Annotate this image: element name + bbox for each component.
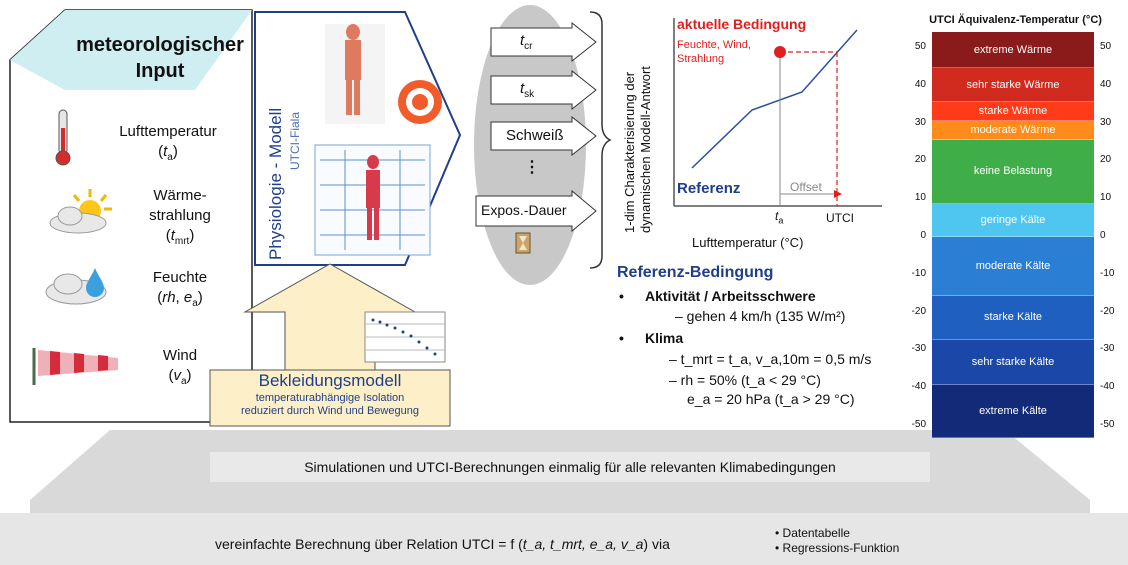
windsock-icon — [32, 348, 118, 385]
utci-category: starke Wärme — [932, 102, 1094, 121]
utci-ticks-left: 50 40 30 20 10 0 -10 -20 -30 -40 -50 — [900, 32, 926, 438]
output-arrow-exposure: Expos.-Dauer — [475, 189, 598, 233]
reference-climate-line2: – rh = 50% (t_a < 29 °C) — [669, 372, 821, 388]
utci-category: extreme Kälte — [932, 385, 1094, 438]
input-title: meteorologischer Input — [76, 34, 244, 82]
reference-block: Referenz-Bedingung •Aktivität / Arbeitss… — [617, 264, 907, 407]
utci-tick-label: 30 — [914, 116, 926, 128]
svg-text:dynamischen Modell-Antwort: dynamischen Modell-Antwort — [638, 66, 653, 233]
svg-text:Physiologie - Modell: Physiologie - Modell — [266, 108, 285, 260]
utci-tick-label: 40 — [914, 78, 926, 90]
chart-reference-label: Referenz — [677, 180, 741, 197]
utci-tick-label: -30 — [1100, 343, 1115, 355]
utci-tick-label: 10 — [914, 192, 926, 204]
chart-current-sub: Feuchte, Wind, Strahlung — [677, 39, 751, 65]
utci-tick-label: -50 — [911, 419, 926, 430]
utci-tick-label: 40 — [1100, 78, 1112, 90]
utci-tick-label: 20 — [914, 154, 926, 166]
utci-tick-label: -40 — [911, 381, 926, 393]
reference-title: Referenz-Bedingung — [617, 264, 774, 281]
input-item-radiation: Wärme- strahlung (tmrt) — [149, 187, 211, 247]
utci-category: sehr starke Kälte — [932, 339, 1094, 386]
clothing-text: Bekleidungsmodell temperaturabhängige Is… — [241, 371, 419, 417]
utci-tick-label: 50 — [914, 41, 926, 52]
utci-category: moderate Kälte — [932, 237, 1094, 296]
utci-tick-label: -50 — [1100, 419, 1115, 430]
chart-current-title: aktuelle Bedingung — [677, 16, 807, 32]
output-arrow-tsk: tsk — [490, 69, 598, 111]
utci-tick-label: -30 — [911, 343, 926, 355]
input-item-humidity: Feuchte (rh, ea) — [152, 269, 208, 309]
utci-tick-label: 0 — [920, 230, 926, 241]
utci-tick-label: 30 — [1100, 116, 1112, 128]
utci-tick-label: -20 — [1100, 305, 1115, 317]
reference-activity-heading: •Aktivität / Arbeitsschwere — [619, 288, 816, 304]
utci-ticks-right: 50 40 30 20 10 0 -10 -20 -30 -40 -50 — [1100, 32, 1126, 438]
utci-category: geringe Kälte — [932, 203, 1094, 238]
output-ellipsis: ⋮ — [524, 159, 540, 176]
reference-climate-line1: – t_mrt = t_a, v_a,10m = 0,5 m/s — [669, 351, 872, 367]
output-arrow-tcr: tcr — [490, 21, 598, 63]
sun-cloud-icon — [49, 189, 112, 234]
physiology-panel — [254, 11, 462, 266]
chart-xlabel: Lufttemperatur (°C) — [692, 235, 804, 250]
output-arrow-sweat: Schweiß — [490, 115, 598, 157]
utci-tick-label: 50 — [1100, 41, 1112, 52]
simulation-bar: Simulationen und UTCI-Berechnungen einma… — [210, 452, 930, 482]
utci-tick-label: -10 — [1100, 267, 1115, 279]
utci-tick-label: 10 — [1100, 192, 1112, 204]
svg-text:UTCI-Fiala: UTCI-Fiala — [288, 112, 302, 170]
utci-category: sehr starke Wärme — [932, 68, 1094, 103]
svg-text:1-dim Charakterisierung der: 1-dim Charakterisierung der — [622, 71, 637, 233]
reference-activity-value: – gehen 4 km/h (135 W/m²) — [675, 308, 846, 324]
chart: 1-dim Charakterisierung der dynamischen … — [622, 18, 882, 233]
thermometer-icon — [55, 109, 71, 166]
relation-text: vereinfachte Berechnung über Relation UT… — [215, 536, 670, 552]
physiology-label: Physiologie - Modell UTCI-Fiala — [266, 108, 302, 260]
reference-climate-line3: e_a = 20 hPa (t_a > 29 °C) — [687, 391, 855, 407]
chart-offset-label: Offset — [790, 180, 822, 194]
utci-tick-label: 0 — [1100, 230, 1106, 241]
utci-category: starke Kälte — [932, 295, 1094, 340]
chart-tick-ta: ta — [775, 209, 784, 226]
reference-climate-heading: •Klima — [619, 330, 684, 346]
relation-options: • Datentabelle • Regressions-Funktion — [775, 526, 900, 555]
utci-tick-label: -10 — [911, 267, 926, 279]
input-item-temperature: Lufttemperatur (ta) — [119, 123, 217, 163]
chart-tick-utci: UTCI — [826, 211, 854, 225]
utci-tick-label: 20 — [1100, 154, 1112, 166]
utci-category: extreme Wärme — [932, 32, 1094, 69]
input-item-wind: Wind (va) — [162, 347, 198, 387]
utci-tick-label: -40 — [1100, 381, 1115, 393]
utci-scale-title: UTCI Äquivalenz-Temperatur (°C) — [929, 14, 1102, 26]
hourglass-icon — [515, 232, 531, 254]
input-panel — [9, 9, 253, 423]
utci-category: keine Belastung — [932, 139, 1094, 204]
rain-cloud-icon — [45, 268, 107, 305]
clothing-arrow — [209, 263, 451, 427]
utci-category: moderate Wärme — [932, 121, 1094, 140]
utci-tick-label: -20 — [911, 305, 926, 317]
